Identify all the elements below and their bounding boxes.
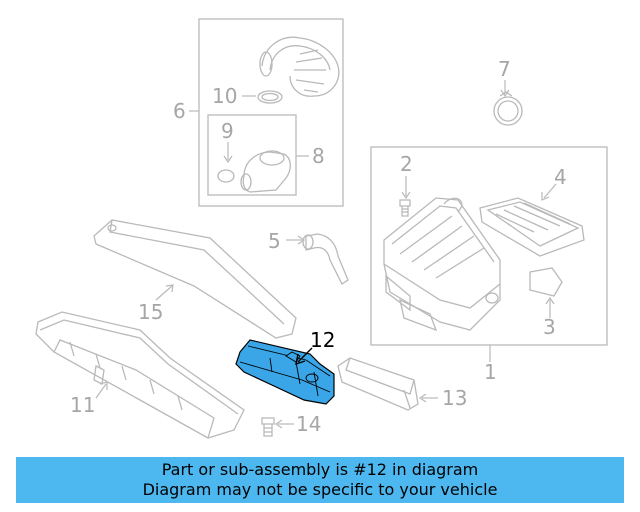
tray-part-13	[337, 357, 419, 411]
banner-line-2: Diagram may not be specific to your vehi…	[142, 480, 498, 499]
info-banner: Part or sub-assembly is #12 in diagram D…	[16, 457, 624, 503]
callout-9: 9	[221, 119, 234, 143]
air-filter-part-4	[479, 197, 585, 257]
parts-diagram: 6 10 9 8 7 2 4 3 1 5 15 11 13 14 12	[35, 18, 608, 439]
callout-10: 10	[212, 84, 237, 108]
bolt-part-2	[399, 199, 411, 217]
banner-line-1: Part or sub-assembly is #12 in diagram	[161, 460, 479, 479]
bolt-part-14	[261, 417, 275, 437]
group-box-1	[370, 146, 608, 346]
seal-part-3	[529, 267, 563, 297]
gasket-part-9	[217, 169, 235, 183]
callout-11: 11	[70, 393, 95, 417]
group-box-6	[198, 18, 344, 207]
callout-5: 5	[268, 229, 281, 253]
group-box-8	[207, 114, 297, 196]
breather-tube-part-5	[302, 233, 349, 285]
clamp-part-7	[493, 91, 523, 126]
callout-1: 1	[484, 360, 497, 384]
intake-hose-part	[259, 36, 340, 97]
leader-lines	[95, 80, 557, 429]
highlighted-part-12	[235, 339, 335, 405]
callout-13: 13	[442, 386, 467, 410]
callout-8: 8	[312, 144, 325, 168]
leader-line-12	[295, 347, 313, 366]
panel-part-15	[93, 219, 297, 339]
callout-4: 4	[554, 165, 567, 189]
elbow-duct-part-8	[240, 150, 291, 193]
callout-14: 14	[296, 412, 321, 436]
air-cleaner-housing-part-1	[383, 197, 501, 332]
air-duct-part-11	[35, 311, 245, 439]
callout-7: 7	[498, 57, 511, 81]
callout-3: 3	[543, 315, 556, 339]
callout-12: 12	[310, 328, 335, 352]
callout-6: 6	[173, 99, 186, 123]
hose-clamp-part-10	[257, 90, 283, 104]
callout-2: 2	[400, 152, 413, 176]
callout-15: 15	[138, 300, 163, 324]
